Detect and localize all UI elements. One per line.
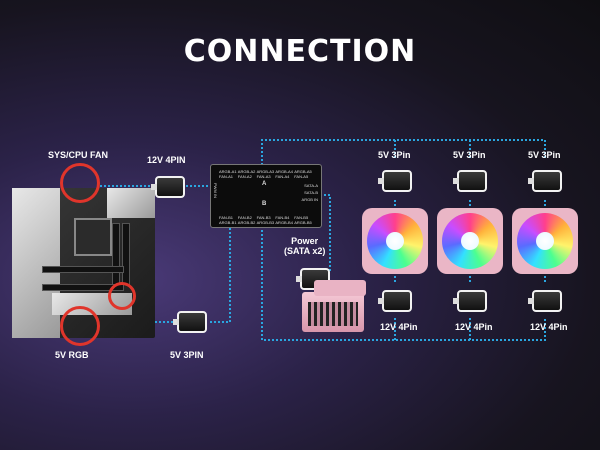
power-label: Power (SATA x2) (284, 236, 325, 256)
power-label-line2: (SATA x2) (284, 246, 326, 256)
hub-port-b4: FAN-B4 ARGB-B4 (275, 215, 293, 225)
fan2-4pin-connector (453, 290, 487, 312)
fan1-4pin-connector (378, 290, 412, 312)
rgb-fan-2 (437, 208, 503, 274)
rgb-header-highlight (60, 306, 100, 346)
wire-fan-links (394, 200, 546, 283)
fan2-top-label: 5V 3Pin (453, 150, 486, 160)
rgb-fan-1 (362, 208, 428, 274)
hub-port-a5: ARGB-A5 FAN-A5 (294, 169, 312, 179)
rgb-5v-label: 5V RGB (55, 350, 89, 360)
hub-argb-in: ARGB IN (301, 197, 318, 202)
power-label-line1: Power (291, 236, 319, 246)
hub-port-b3: FAN-B3 ARGB-B3 (256, 215, 275, 225)
fan1-top-label: 5V 3Pin (378, 150, 411, 160)
pin4-12v-label: 12V 4PIN (147, 155, 186, 165)
hub-port-a4: ARGB-A4 FAN-A4 (275, 169, 293, 179)
fan3-bottom-label: 12V 4Pin (530, 322, 568, 332)
fan3-3pin-connector (528, 170, 562, 192)
fan1-bottom-label: 12V 4Pin (380, 322, 418, 332)
pin3-5v-label: 5V 3PIN (170, 350, 204, 360)
power-supply (302, 280, 366, 332)
cpu-socket (74, 218, 112, 256)
wire-bottom-bus (261, 226, 546, 341)
hub-port-b5: FAN-B5 ARGB-B5 (294, 215, 312, 225)
hub-port-b2: FAN-B2 ARGB-B2 (237, 215, 256, 225)
hub-port-b1: FAN-B1 ARGB-B1 (219, 215, 237, 225)
hub-sata-b: SATA-B (304, 190, 318, 195)
hub-section-a: A (262, 181, 267, 187)
hub-pwm-label: PWM IN (213, 183, 218, 198)
page-title: CONNECTION (183, 34, 417, 69)
sys-cpu-fan-label: SYS/CPU FAN (48, 150, 109, 160)
fan2-bottom-label: 12V 4Pin (455, 322, 493, 332)
rgb-fan-3 (512, 208, 578, 274)
fan-hub: ARGB-A1 FAN-A1 ARGB-A2 FAN-A2 ARGB-A3 FA… (210, 164, 322, 228)
pin4-connector (151, 176, 185, 198)
fan1-3pin-connector (378, 170, 412, 192)
wire-top-bus (261, 139, 546, 165)
fan2-3pin-connector (453, 170, 487, 192)
fan3-top-label: 5V 3Pin (528, 150, 561, 160)
fan-header-highlight (60, 163, 100, 203)
hub-sata-a: SATA-A (304, 183, 318, 188)
hub-port-a2: ARGB-A2 FAN-A2 (237, 169, 256, 179)
hub-section-b: B (262, 201, 267, 207)
hub-port-a3: ARGB-A3 FAN-A3 (256, 169, 275, 179)
hub-port-a1: ARGB-A1 FAN-A1 (219, 169, 237, 179)
pin3-connector (173, 311, 207, 333)
header-highlight (108, 282, 136, 310)
fan3-4pin-connector (528, 290, 562, 312)
